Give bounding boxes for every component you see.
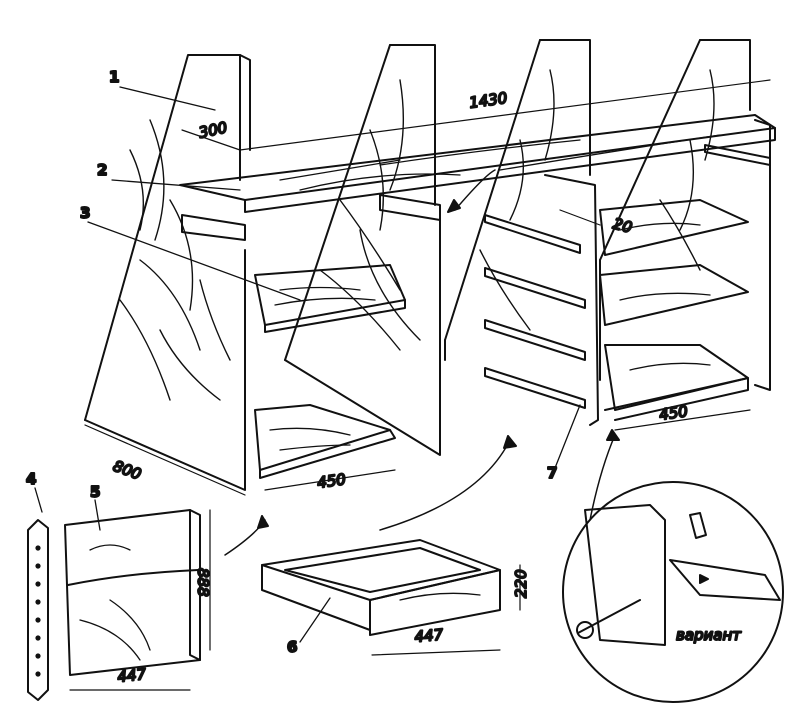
dim-447-drawer: 447 [414,626,445,646]
dim-450-left: 450 [316,470,347,492]
side-panel-middle-left [284,44,441,456]
callout-4: 4 [26,470,36,488]
dim-800: 800 [111,457,144,484]
shelf-left-lower [254,404,396,479]
dim-1430: 1430 [468,89,508,112]
callout-2: 2 [97,161,107,179]
dim-300: 300 [197,118,229,142]
side-panel-left [84,54,251,491]
dim-888: 888 [194,568,212,597]
corner-rail-part [27,519,49,701]
dimension-lines [69,79,771,691]
dim-20: 20 [611,214,634,236]
callout-3: 3 [80,204,90,222]
drawer-box [261,539,501,636]
shelves-right [599,144,771,421]
callout-5: 5 [90,483,100,501]
dim-220: 220 [512,569,530,598]
detail-circle [562,481,784,703]
shelf-left-upper [254,264,406,333]
callout-1: 1 [109,68,119,86]
side-panel-right [599,39,771,391]
dim-450-right: 450 [658,402,689,424]
side-panel-middle-right [444,39,591,361]
drawer-rails [484,174,599,426]
upright-left [181,194,441,241]
callout-6: 6 [287,638,297,656]
variant-note: вариант [676,626,742,644]
door-panel [64,509,201,676]
dim-447-panel: 447 [117,665,148,686]
top-shelf [179,114,776,213]
callout-7: 7 [547,464,557,482]
callout-leaders [34,86,581,643]
pointer-arrows [224,169,620,556]
